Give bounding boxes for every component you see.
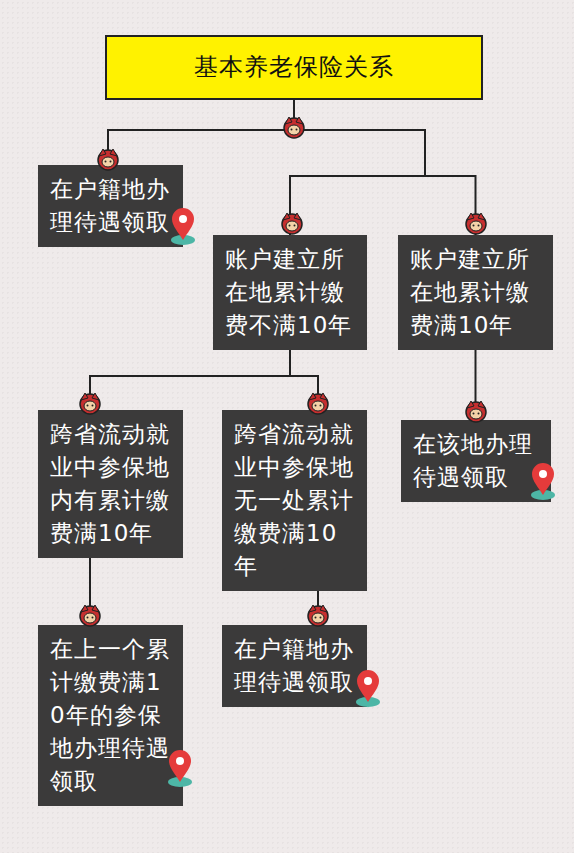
mascot-icon xyxy=(282,213,302,234)
connector-line xyxy=(90,350,290,410)
node-text: 跨省流动就业中参保地内有累计缴费满10年 xyxy=(50,418,171,550)
root-box: 基本养老保险关系 xyxy=(105,35,483,100)
node-text: 在上一个累计缴费满10年的参保地办理待遇领取 xyxy=(50,633,171,798)
node-text: 跨省流动就业中参保地无一处累计缴费满10年 xyxy=(234,418,355,583)
node-text: 账户建立所在地累计缴费不满10年 xyxy=(225,243,355,342)
mascot-icon xyxy=(80,605,100,626)
connector-line xyxy=(108,100,294,165)
condition-box: 账户建立所在地累计缴费不满10年 xyxy=(213,235,367,350)
mascot-icon xyxy=(466,213,486,234)
connector-line xyxy=(89,558,91,625)
node-text: 在该地办理待遇领取 xyxy=(413,428,539,494)
condition-box: 账户建立所在地累计缴费满10年 xyxy=(398,235,553,350)
node-text: 基本养老保险关系 xyxy=(194,51,394,84)
node-text: 在户籍地办理待遇领取 xyxy=(50,173,171,239)
node-text: 在户籍地办理待遇领取 xyxy=(234,633,355,699)
connector-line xyxy=(290,350,318,410)
node-text: 账户建立所在地累计缴费满10年 xyxy=(410,243,541,342)
result-box: 在上一个累计缴费满10年的参保地办理待遇领取 xyxy=(38,625,183,806)
condition-box: 跨省流动就业中参保地无一处累计缴费满10年 xyxy=(222,410,367,591)
mascot-icon xyxy=(284,117,304,138)
connector-line xyxy=(475,350,477,420)
result-box: 在该地办理待遇领取 xyxy=(401,420,551,502)
condition-box: 跨省流动就业中参保地内有累计缴费满10年 xyxy=(38,410,183,558)
mascot-icon xyxy=(308,605,328,626)
result-box: 在户籍地办理待遇领取 xyxy=(222,625,367,707)
result-box: 在户籍地办理待遇领取 xyxy=(38,165,183,247)
connector-line xyxy=(294,100,476,235)
connector-line xyxy=(290,100,425,235)
mascot-icon xyxy=(466,401,486,422)
connector-line xyxy=(317,591,319,625)
